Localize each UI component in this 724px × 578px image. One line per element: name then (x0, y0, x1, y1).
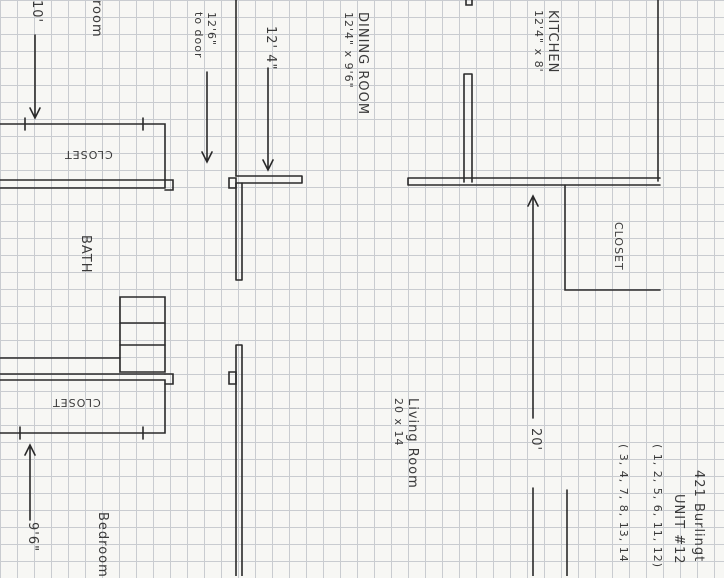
closet-right-wall (564, 184, 661, 291)
bath-tub (119, 296, 166, 373)
dim-arrow-12-4 (262, 67, 274, 172)
closet-top-ticks (24, 117, 144, 131)
dim-10-label: 10' (29, 0, 44, 24)
address-label: 421 Burlingt (691, 470, 706, 563)
dining-wall-horizontal (235, 175, 303, 184)
bath-jamb (164, 373, 174, 385)
bath-label: BATH (78, 235, 93, 274)
closet-right-label: CLOSET (612, 222, 625, 271)
dim-20-label: 20' (528, 428, 543, 452)
living-room-label: Living Room 20 x 14 (392, 398, 420, 489)
closet-top-label: CLOSET (64, 148, 113, 161)
kitchen-living-wall (407, 177, 661, 186)
bath-wall (0, 357, 166, 375)
dim-12-4-label: 12' 4" (263, 26, 278, 71)
closet-top-wall (0, 123, 166, 189)
bedroom-top-label: room (89, 0, 104, 38)
unit-list-1: ( 1, 2, 5, 6, 11, 12) (651, 444, 664, 569)
dim-arrow-9-6 (24, 443, 36, 521)
closet-top-jamb (164, 179, 174, 191)
dining-left-wall-lower (235, 182, 243, 281)
kitchen-label: KITCHEN 12'4" x 8' (532, 10, 560, 74)
dining-room-label: DINING ROOM 12'4" x 9'6" (342, 12, 370, 116)
unit-label: UNIT #12 (671, 494, 686, 565)
dim-arrow-12-6 (201, 71, 213, 164)
dim-arrow-20 (527, 194, 539, 576)
bath-tub-inner (119, 322, 166, 346)
dim-12-6-label: 12'6" to door (192, 12, 218, 59)
dim-arrow-10 (29, 34, 41, 120)
closet-bottom-wall (0, 379, 166, 434)
closet-bottom-label: CLOSET (52, 396, 101, 409)
unit-list-2: ( 3, 4, 7, 8, 13, 14 (617, 444, 630, 563)
bedroom-bottom-label: Bedroom (95, 512, 110, 578)
door-jamb-lower (228, 371, 237, 385)
kitchen-partition (463, 73, 473, 183)
living-left-wall (235, 344, 243, 576)
closet-bottom-ticks (19, 426, 144, 440)
top-wall-stub (465, 0, 473, 6)
door-jamb-upper (228, 177, 237, 189)
dim-9-6-label: 9'6" (25, 522, 40, 553)
